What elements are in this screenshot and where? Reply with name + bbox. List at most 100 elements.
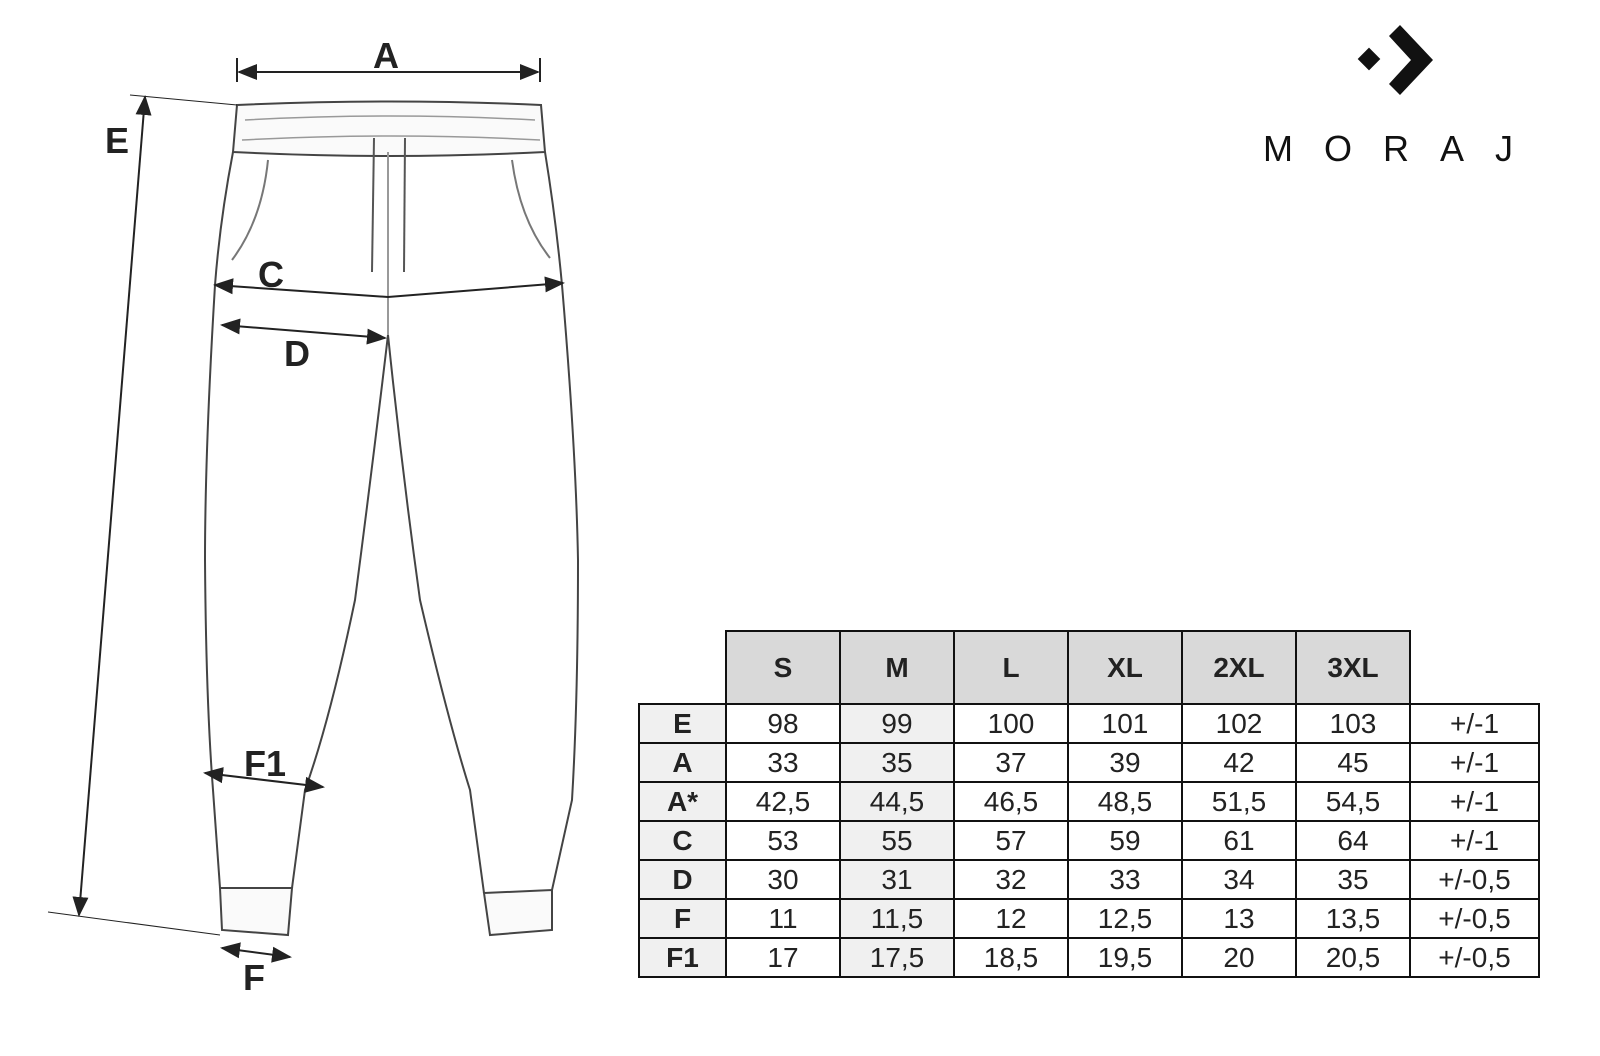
measurement-cell: 55 — [839, 820, 955, 861]
row-label: A* — [638, 781, 727, 822]
size-header-l: L — [953, 630, 1069, 705]
measurement-cell: 54,5 — [1295, 781, 1411, 822]
measurement-cell: 98 — [725, 703, 841, 744]
size-header-2xl: 2XL — [1181, 630, 1297, 705]
measurement-cell: 102 — [1181, 703, 1297, 744]
label-a: A — [373, 35, 399, 76]
brand-logo: MORAJ — [1255, 20, 1525, 170]
right-pocket — [511, 159, 551, 259]
measure-e — [72, 95, 152, 917]
measurement-cell: 46,5 — [953, 781, 1069, 822]
waistband — [231, 100, 547, 157]
measurement-cell: 12 — [953, 898, 1069, 939]
right-leg-inner — [387, 334, 485, 894]
measurement-cell: 32 — [953, 859, 1069, 900]
pants-outline — [203, 100, 580, 937]
empty-cell — [1410, 631, 1539, 704]
measurement-cell: 35 — [1295, 859, 1411, 900]
measurement-cell: 59 — [1067, 820, 1183, 861]
measurement-cell: 44,5 — [839, 781, 955, 822]
measurement-cell: 37 — [953, 742, 1069, 783]
label-d: D — [284, 333, 310, 374]
label-e: E — [105, 120, 129, 161]
label-f1: F1 — [244, 743, 286, 784]
tolerance-cell: +/-1 — [1409, 742, 1540, 783]
size-header-xl: XL — [1067, 630, 1183, 705]
tolerance-cell: +/-1 — [1409, 703, 1540, 744]
label-f: F — [243, 957, 265, 998]
row-label: F1 — [638, 937, 727, 978]
size-header-3xl: 3XL — [1295, 630, 1411, 705]
measurement-cell: 35 — [839, 742, 955, 783]
drawstring-left — [371, 137, 375, 273]
measurement-cell: 19,5 — [1067, 937, 1183, 978]
measurement-cell: 31 — [839, 859, 955, 900]
drawstring-right — [403, 137, 406, 273]
empty-cell — [639, 631, 726, 704]
right-cuff — [482, 888, 553, 937]
tolerance-cell: +/-0,5 — [1409, 937, 1540, 978]
measurement-cell: 13 — [1181, 898, 1297, 939]
measurement-lines — [47, 58, 565, 963]
tolerance-cell: +/-1 — [1409, 781, 1540, 822]
tolerance-cell: +/-0,5 — [1409, 898, 1540, 939]
measure-f — [220, 942, 292, 963]
tolerance-cell: +/-0,5 — [1409, 859, 1540, 900]
measurement-cell: 20 — [1181, 937, 1297, 978]
size-header-m: M — [839, 630, 955, 705]
row-label: E — [638, 703, 727, 744]
measurement-cell: 48,5 — [1067, 781, 1183, 822]
left-pocket — [231, 159, 269, 261]
measure-c — [213, 276, 565, 299]
left-leg-outer — [203, 151, 234, 889]
measurement-cell: 42,5 — [725, 781, 841, 822]
measure-f1 — [203, 767, 325, 793]
measurement-cell: 34 — [1181, 859, 1297, 900]
measurement-cell: 57 — [953, 820, 1069, 861]
measurement-cell: 20,5 — [1295, 937, 1411, 978]
row-label: C — [638, 820, 727, 861]
left-leg-inner — [291, 334, 389, 889]
size-header-s: S — [725, 630, 841, 705]
measure-d — [220, 318, 387, 345]
measurement-cell: 11,5 — [839, 898, 955, 939]
row-label: F — [638, 898, 727, 939]
label-c: C — [258, 254, 284, 295]
measurement-cell: 39 — [1067, 742, 1183, 783]
measurement-cell: 13,5 — [1295, 898, 1411, 939]
measurement-cell: 12,5 — [1067, 898, 1183, 939]
measurement-cell: 17,5 — [839, 937, 955, 978]
measurement-cell: 45 — [1295, 742, 1411, 783]
measurement-cell: 42 — [1181, 742, 1297, 783]
measurement-cell: 53 — [725, 820, 841, 861]
pants-measurement-diagram: A E C D F1 F — [47, 35, 580, 998]
row-label: D — [638, 859, 727, 900]
measurement-cell: 101 — [1067, 703, 1183, 744]
tolerance-cell: +/-1 — [1409, 820, 1540, 861]
measurement-cell: 11 — [725, 898, 841, 939]
measurement-cell: 103 — [1295, 703, 1411, 744]
measurement-cell: 61 — [1181, 820, 1297, 861]
row-label: A — [638, 742, 727, 783]
measurement-cell: 100 — [953, 703, 1069, 744]
brand-name: MORAJ — [1263, 128, 1544, 169]
measurement-cell: 64 — [1295, 820, 1411, 861]
arrow-diamond-logo-icon — [1357, 25, 1433, 95]
measurement-cell: 30 — [725, 859, 841, 900]
measurement-cell: 51,5 — [1181, 781, 1297, 822]
measurement-cell: 99 — [839, 703, 955, 744]
measurement-cell: 18,5 — [953, 937, 1069, 978]
measurement-cell: 33 — [1067, 859, 1183, 900]
measurement-cell: 17 — [725, 937, 841, 978]
measurement-cell: 33 — [725, 742, 841, 783]
right-leg-outer — [544, 151, 580, 891]
